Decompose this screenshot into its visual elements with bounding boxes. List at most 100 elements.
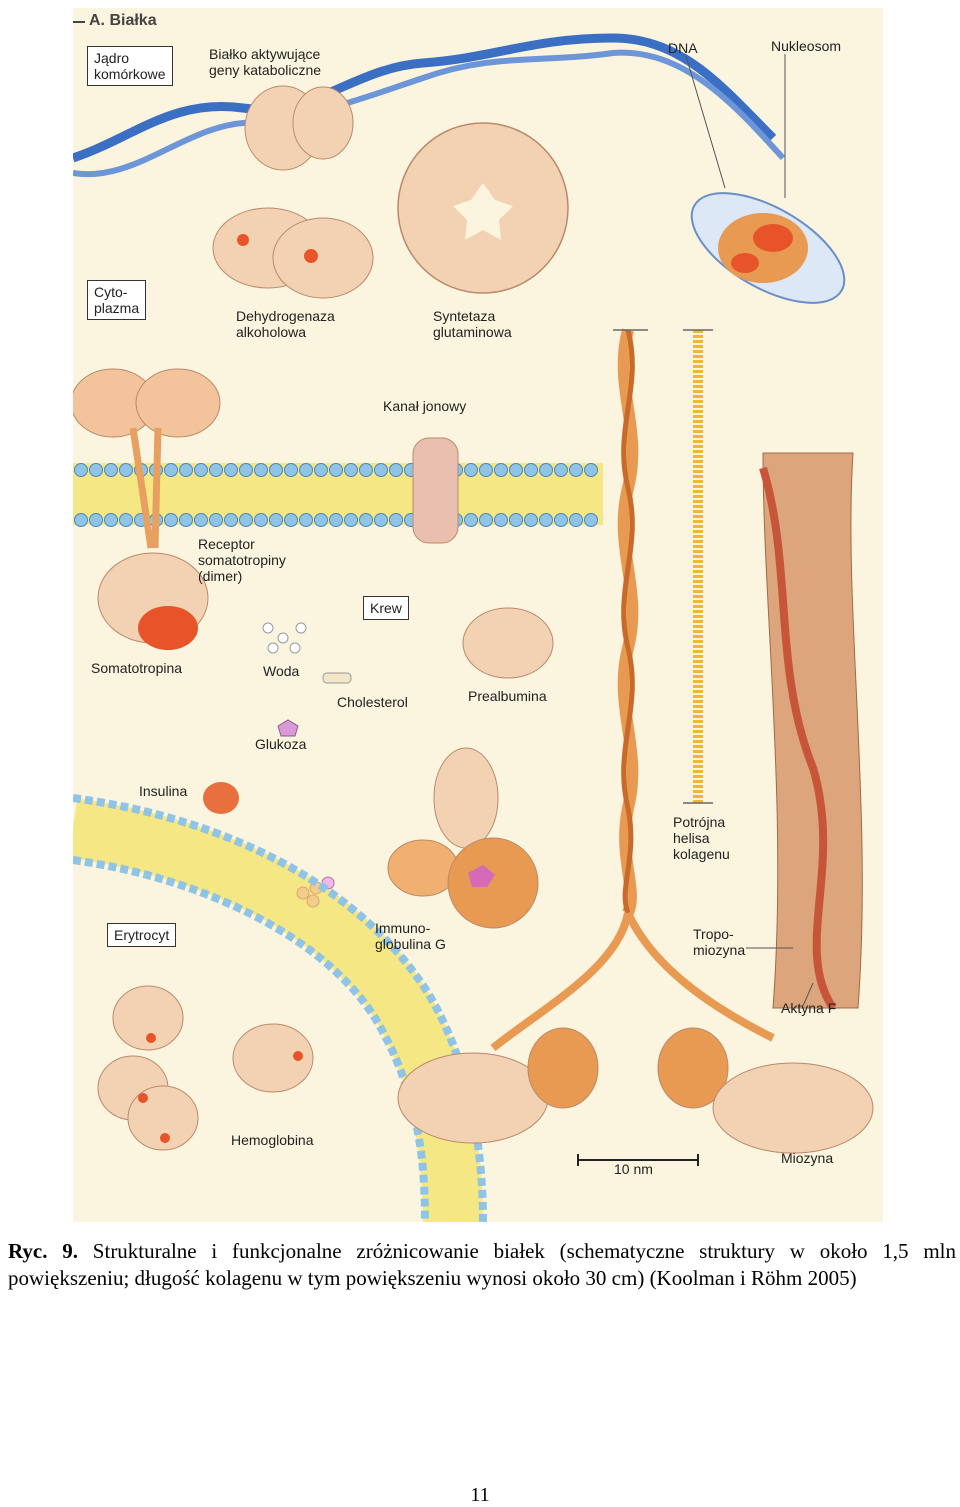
phospholipid-head [164, 463, 178, 477]
phospholipid-head [509, 463, 523, 477]
phospholipid-head [374, 463, 388, 477]
protein-illustration [73, 33, 874, 1222]
phospholipid-head [479, 513, 493, 527]
phospholipid-head [254, 513, 268, 527]
phospholipid-head [344, 463, 358, 477]
label-kanal-jonowy: Kanał jonowy [383, 398, 467, 414]
phospholipid-head [194, 463, 208, 477]
phospholipid-head [104, 513, 118, 527]
label-receptor: Receptor somatotropiny (dimer) [198, 536, 286, 584]
label-woda: Woda [263, 663, 300, 679]
caption-text: Strukturalne i funkcjonalne zróżnicowani… [8, 1239, 956, 1290]
phospholipid-head [239, 513, 253, 527]
collagen-helix [613, 328, 713, 916]
label-potrojna-helisa: Potrójna helisa kolagenu [673, 814, 730, 862]
phospholipid-head [224, 463, 238, 477]
phospholipid-head [329, 463, 343, 477]
erythrocyte-membrane [73, 794, 487, 1222]
phospholipid-head [104, 463, 118, 477]
phospholipid-head [119, 463, 133, 477]
label-nukleosom: Nukleosom [771, 38, 842, 54]
phospholipid-head [389, 463, 403, 477]
phospholipid-head [539, 513, 553, 527]
label-prealbumina: Prealbumina [468, 688, 547, 704]
phospholipid-head [494, 513, 508, 527]
phospholipid-head [524, 513, 538, 527]
phospholipid-head [209, 463, 223, 477]
phospholipid-head [74, 463, 88, 477]
phospholipid-head [464, 463, 478, 477]
phospholipid-head [389, 513, 403, 527]
small-molecules [262, 622, 352, 737]
phospholipid-head [584, 463, 598, 477]
caption-label: Ryc. 9. [8, 1239, 79, 1263]
glutamine-synthetase [397, 122, 569, 294]
phospholipid-head [179, 513, 193, 527]
myosin [397, 911, 874, 1154]
title-dash [73, 21, 85, 23]
phospholipid-head [119, 513, 133, 527]
phospholipid-head [359, 513, 373, 527]
alcohol-dehydrogenase [212, 207, 374, 299]
label-somatotropina: Somatotropina [91, 660, 183, 676]
phospholipid-head [164, 513, 178, 527]
label-cholesterol: Cholesterol [337, 694, 408, 710]
leader-lines [685, 54, 814, 1007]
immunoglobulin-g [296, 747, 539, 929]
insulin [203, 782, 239, 814]
dna-helix [73, 33, 786, 178]
phospholipid-head [194, 513, 208, 527]
phospholipid-head [539, 463, 553, 477]
cap-protein [244, 85, 354, 171]
phospholipid-head [329, 513, 343, 527]
phospholipid-head [554, 513, 568, 527]
phospholipid-head [74, 513, 88, 527]
phospholipid-head [314, 463, 328, 477]
phospholipid-head [374, 513, 388, 527]
phospholipid-head [359, 463, 373, 477]
nucleosome [690, 192, 846, 304]
prealbumin [462, 607, 554, 679]
phospholipid-head [209, 513, 223, 527]
phospholipid-head [569, 463, 583, 477]
phospholipid-head [254, 463, 268, 477]
phospholipid-head [569, 513, 583, 527]
label-dehydrogenaza: Dehydrogenaza alkoholowa [236, 308, 335, 340]
phospholipid-head [479, 463, 493, 477]
label-scale: 10 nm [614, 1161, 653, 1177]
figure-panel: A. Białka [73, 8, 883, 1222]
phospholipid-head [494, 463, 508, 477]
phospholipid-head [524, 463, 538, 477]
phospholipid-head [89, 463, 103, 477]
phospholipid-head [509, 513, 523, 527]
phospholipid-head [239, 463, 253, 477]
label-miozyna: Miozyna [781, 1150, 834, 1166]
phospholipid-head [464, 513, 478, 527]
figure-caption: Ryc. 9. Strukturalne i funkcjonalne zróż… [8, 1238, 956, 1292]
label-hemoglobina: Hemoglobina [231, 1132, 314, 1148]
phospholipid-head [269, 513, 283, 527]
label-erytrocyt: Erytrocyt [107, 923, 177, 947]
phospholipid-head [269, 463, 283, 477]
actin-filament [759, 452, 863, 1011]
label-glukoza: Glukoza [255, 736, 307, 752]
phospholipid-head [89, 513, 103, 527]
label-tropomiozyna: Tropo- miozyna [693, 926, 746, 958]
label-dna: DNA [668, 40, 698, 56]
scale-bar [577, 1154, 699, 1166]
hemoglobin-group [97, 985, 314, 1151]
phospholipid-head [224, 513, 238, 527]
label-immunoglobulina: Immuno- globulina G [375, 920, 446, 952]
phospholipid-head [584, 513, 598, 527]
plasma-membrane [73, 463, 603, 527]
label-insulina: Insulina [139, 783, 188, 799]
phospholipid-head [344, 513, 358, 527]
label-krew: Krew [363, 596, 409, 620]
label-cytoplazma: Cyto- plazma [87, 280, 147, 320]
label-jadro: Jądro komórkowe [87, 46, 173, 86]
label-syntetaza: Syntetaza glutaminowa [433, 308, 512, 340]
label-aktyna: Aktyna F [781, 1000, 837, 1016]
somatotropin-receptor [73, 368, 221, 650]
phospholipid-head [554, 463, 568, 477]
phospholipid-head [314, 513, 328, 527]
